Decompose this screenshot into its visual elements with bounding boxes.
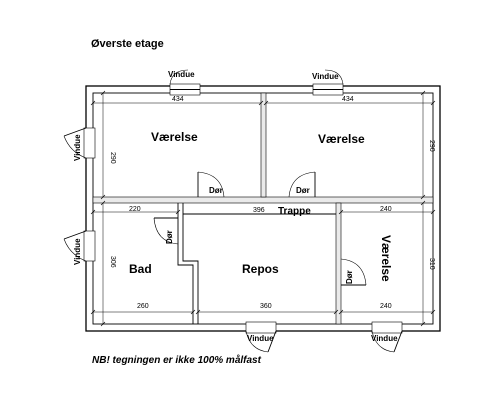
- door-label: Dør: [209, 186, 223, 195]
- room-label-repos: Repos: [242, 262, 279, 276]
- window-label: Vindue: [168, 70, 195, 79]
- dim-top-right-width: 434: [342, 96, 354, 103]
- dim-repos-top: 396: [253, 207, 265, 214]
- room-label-bottom-right: Værelse: [379, 235, 393, 282]
- dim-top-left-width: 434: [172, 96, 184, 103]
- window-bottom-mid: Vindue: [245, 321, 277, 353]
- door-label: Dør: [165, 230, 174, 244]
- dim-bad-top: 220: [129, 206, 141, 213]
- dim-bad-bottom: 260: [137, 303, 149, 310]
- window-left-upper: Vindue: [63, 127, 96, 161]
- room-label-top-right: Værelse: [318, 132, 365, 146]
- dim-right-bottom: 240: [380, 303, 392, 310]
- plan-title: Øverste etage: [91, 38, 164, 50]
- door-bad: Dør: [153, 217, 179, 245]
- window-label: Vindue: [247, 334, 274, 343]
- room-label-top-left: Værelse: [151, 130, 198, 144]
- dimension-lines: [90, 90, 436, 327]
- dim-top-left-height: 290: [109, 152, 116, 164]
- stair-label: Trappe: [278, 206, 311, 217]
- window-label: Vindue: [312, 72, 339, 81]
- dim-bad-height: 306: [109, 256, 116, 268]
- scale-note: NB! tegningen er ikke 100% målfast: [92, 354, 262, 366]
- dim-top-right-height: 290: [428, 140, 435, 152]
- door-top-left: Dør: [197, 171, 225, 198]
- door-label: Dør: [345, 270, 354, 284]
- room-label-bad: Bad: [129, 262, 152, 276]
- window-top-right: Vindue: [312, 69, 344, 96]
- dim-repos-bottom: 360: [260, 303, 272, 310]
- interior-walls: [92, 92, 434, 325]
- window-left-lower: Vindue: [63, 230, 96, 265]
- dim-right-height: 310: [428, 258, 435, 270]
- window-bottom-right: Vindue: [371, 321, 403, 353]
- window-top-left: Vindue: [168, 69, 201, 96]
- door-bottom-right: Dør: [340, 258, 367, 286]
- dim-right-top: 240: [380, 206, 392, 213]
- door-top-right: Dør: [288, 171, 316, 198]
- window-label: Vindue: [73, 134, 82, 161]
- door-label: Dør: [296, 186, 310, 195]
- window-label: Vindue: [371, 334, 398, 343]
- window-label: Vindue: [73, 238, 82, 265]
